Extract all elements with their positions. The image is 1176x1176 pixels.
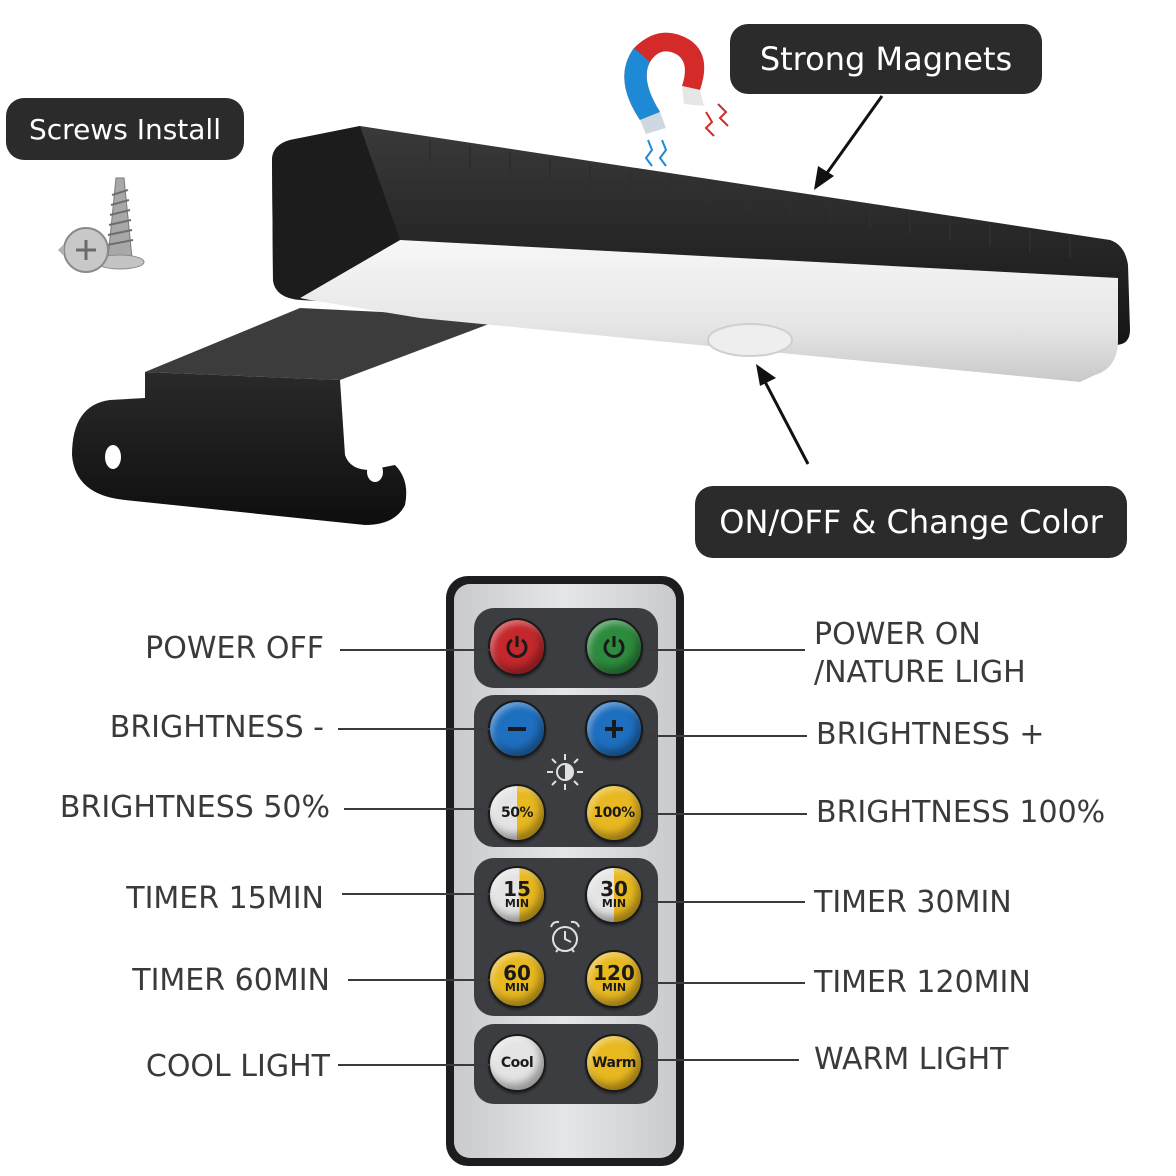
leader-timer-15	[342, 893, 490, 895]
label-timer-60: TIMER 60MIN	[132, 963, 330, 998]
magnet-icon	[624, 32, 729, 167]
timer-120-unit: MIN	[601, 981, 627, 994]
arrow-switch	[756, 364, 810, 465]
brightness-100-text: 100%	[593, 805, 635, 821]
plus-icon	[605, 720, 623, 738]
leader-warm-light	[645, 1059, 799, 1061]
timer-60-unit: MIN	[504, 981, 530, 994]
mounting-bracket	[72, 308, 505, 525]
timer-15-unit: MIN	[504, 897, 530, 910]
leader-brightness-plus	[645, 735, 807, 737]
label-timer-30: TIMER 30MIN	[814, 885, 1012, 920]
leader-cool-light	[338, 1064, 490, 1066]
label-power-on: POWER ON	[814, 617, 981, 652]
label-brightness-100: BRIGHTNESS 100%	[816, 795, 1106, 830]
label-timer-15: TIMER 15MIN	[126, 881, 324, 916]
power-off-button[interactable]	[488, 618, 546, 676]
callout-screws-install-text: Screws Install	[29, 112, 221, 146]
leader-timer-120	[645, 982, 805, 984]
power-on-button[interactable]	[585, 618, 643, 676]
leader-timer-30	[645, 901, 805, 903]
leader-power-on	[645, 649, 805, 651]
leader-timer-60	[348, 979, 490, 981]
timer-60-number: 60	[503, 961, 531, 985]
brightness-plus-button[interactable]	[585, 700, 643, 758]
leader-brightness-minus	[338, 728, 490, 730]
callout-screws-install: Screws Install	[6, 98, 244, 160]
sun-brightness-icon	[547, 754, 583, 790]
label-warm-light: WARM LIGHT	[814, 1042, 1009, 1077]
label-timer-120: TIMER 120MIN	[814, 965, 1031, 1000]
label-cool-light: COOL LIGHT	[145, 1049, 330, 1084]
timer-30-number: 30	[600, 877, 628, 901]
label-nature-light: /NATURE LIGH	[814, 655, 1026, 690]
leader-power-off	[340, 649, 490, 651]
timer-30-unit: MIN	[601, 897, 627, 910]
callout-strong-magnets-text: Strong Magnets	[759, 40, 1013, 78]
on-off-switch	[707, 323, 793, 357]
label-brightness-plus: BRIGHTNESS +	[816, 717, 1045, 752]
timer-120-number: 120	[593, 961, 635, 985]
cool-light-button[interactable]: Cool	[488, 1034, 546, 1092]
light-bar	[272, 126, 1130, 382]
label-brightness-50: BRIGHTNESS 50%	[59, 790, 330, 825]
product-illustration	[58, 32, 1130, 525]
cool-light-text: Cool	[500, 1055, 534, 1071]
screw-icon	[58, 177, 145, 273]
brightness-100-button[interactable]: 100%	[585, 784, 643, 842]
arrow-magnets	[814, 95, 884, 190]
power-icon	[506, 636, 528, 658]
callout-on-off-text: ON/OFF & Change Color	[719, 503, 1103, 541]
brightness-minus-button[interactable]	[488, 700, 546, 758]
warm-light-button[interactable]: Warm	[585, 1034, 643, 1092]
warm-light-text: Warm	[592, 1055, 636, 1071]
brightness-50-button[interactable]: 50%	[488, 784, 546, 842]
label-power-off: POWER OFF	[145, 631, 324, 666]
leader-brightness-50	[344, 808, 490, 810]
brightness-50-text: 50%	[500, 805, 534, 821]
alarm-clock-icon	[550, 920, 580, 953]
power-icon	[603, 636, 625, 658]
timer-15-number: 15	[503, 877, 531, 901]
minus-icon	[508, 727, 526, 731]
callout-on-off: ON/OFF & Change Color	[695, 486, 1127, 558]
leader-brightness-100	[645, 813, 807, 815]
label-brightness-minus: BRIGHTNESS -	[109, 710, 324, 745]
callout-strong-magnets: Strong Magnets	[730, 24, 1042, 94]
